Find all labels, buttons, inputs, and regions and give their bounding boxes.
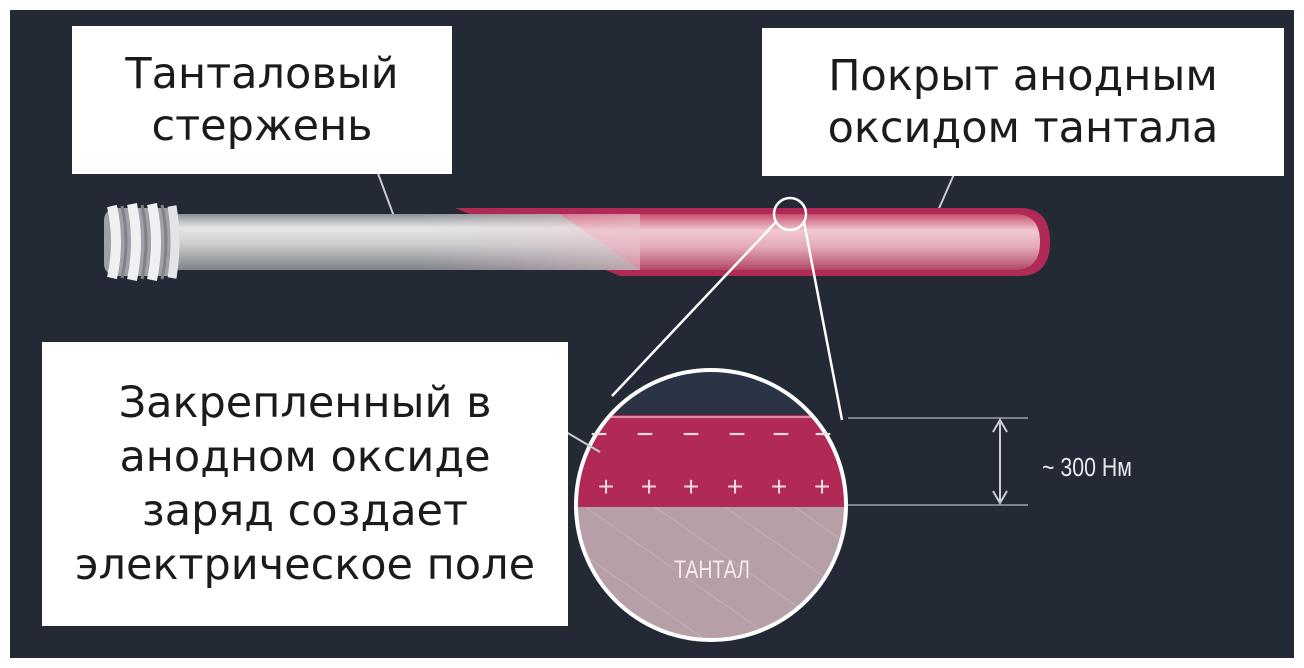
rod-label: Танталовый стержень: [72, 26, 452, 174]
plus-charge: +: [727, 471, 743, 502]
magnifier-lens: − − − − − − + + + + + + ТАНТАЛ: [574, 368, 848, 642]
negative-charges: − − − − − −: [590, 418, 832, 451]
minus-charge: −: [590, 418, 608, 451]
plus-charge: +: [598, 471, 614, 502]
minus-charge: −: [682, 418, 700, 451]
thickness-dimension: ~ 300 Нм: [848, 417, 1132, 506]
plus-charge: +: [641, 471, 657, 502]
minus-charge: −: [728, 418, 746, 451]
positive-charges: + + + + + +: [598, 471, 830, 502]
minus-charge: −: [636, 418, 654, 451]
zoom-spot: [772, 196, 808, 232]
minus-charge: −: [814, 418, 832, 451]
minus-charge: −: [772, 418, 790, 451]
oxide-coating-label: Покрыт анодным оксидом тантала: [762, 28, 1284, 176]
zoom-line-right: [802, 221, 844, 421]
threaded-end: [104, 202, 180, 282]
tantalum-label: ТАНТАЛ: [674, 556, 750, 584]
charge-field-label: Закрепленный в анодном оксиде заряд созд…: [42, 342, 568, 626]
tantalum-rod: [104, 202, 1050, 282]
charge-field-label-text: Закрепленный в анодном оксиде заряд созд…: [74, 377, 536, 591]
plus-charge: +: [814, 471, 830, 502]
oxide-layer: [576, 415, 846, 507]
thickness-label: ~ 300 Нм: [1042, 453, 1132, 483]
plus-charge: +: [683, 471, 699, 502]
charge-leader-line: [565, 431, 601, 453]
oxide-coating-label-text: Покрыт анодным оксидом тантала: [827, 50, 1219, 153]
rod-label-text: Танталовый стержень: [125, 48, 399, 151]
zoom-line-left: [611, 221, 777, 397]
plus-charge: +: [771, 471, 787, 502]
